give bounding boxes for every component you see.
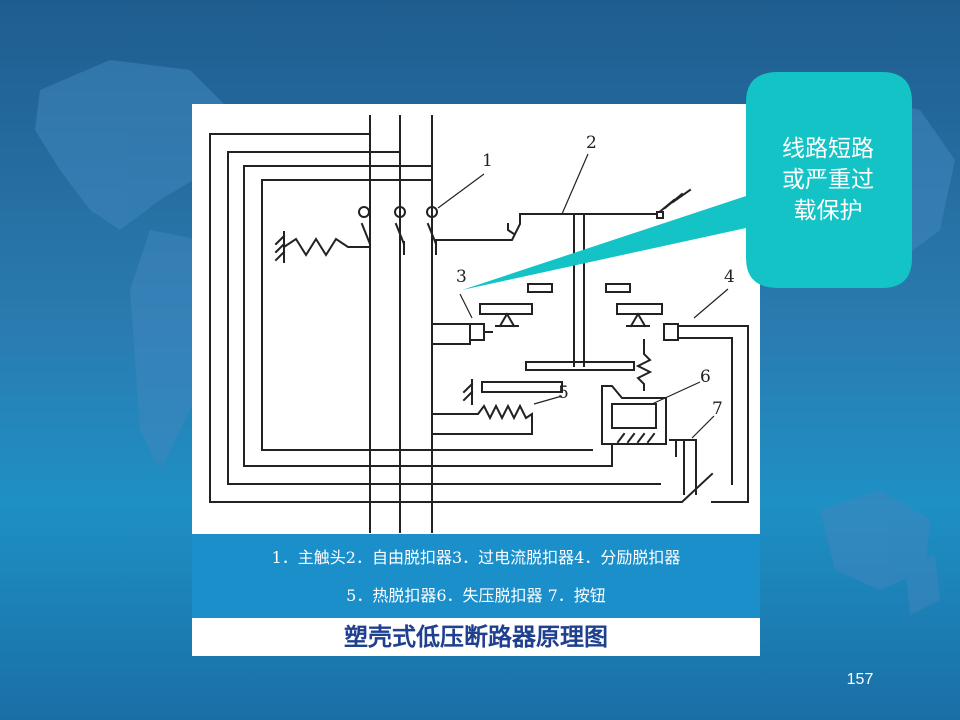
label-4: 4 (724, 267, 735, 287)
callout-line-2: 或严重过 (782, 167, 874, 193)
label-2: 2 (586, 133, 597, 153)
diagram-caption: 塑壳式低压断路器原理图 (192, 618, 760, 656)
legend-line-1: 1．主触头2．自由脱扣器3．过电流脱扣器4．分励脱扣器 (271, 548, 681, 567)
label-3: 3 (456, 267, 467, 287)
label-7: 7 (712, 399, 723, 419)
circuit-breaker-diagram: 1 2 3 4 5 6 7 (209, 115, 749, 533)
diagram-figure-panel: 1 2 3 4 5 6 7 1．主触头2．自由脱扣器3．过电流脱扣器4．分励脱扣… (192, 104, 760, 656)
label-5: 5 (558, 383, 569, 403)
callout-line-3: 载保护 (793, 198, 863, 224)
callout-line-1: 线路短路 (782, 136, 874, 162)
callout-text: 线路短路 或严重过 载保护 (748, 134, 908, 227)
legend-line-2: 5．热脱扣器6．失压脱扣器 7．按钮 (346, 586, 606, 605)
label-1: 1 (482, 151, 493, 171)
label-6: 6 (700, 367, 711, 387)
legend-band: 1．主触头2．自由脱扣器3．过电流脱扣器4．分励脱扣器 5．热脱扣器6．失压脱扣… (192, 534, 760, 618)
page-number: 157 (846, 671, 874, 688)
